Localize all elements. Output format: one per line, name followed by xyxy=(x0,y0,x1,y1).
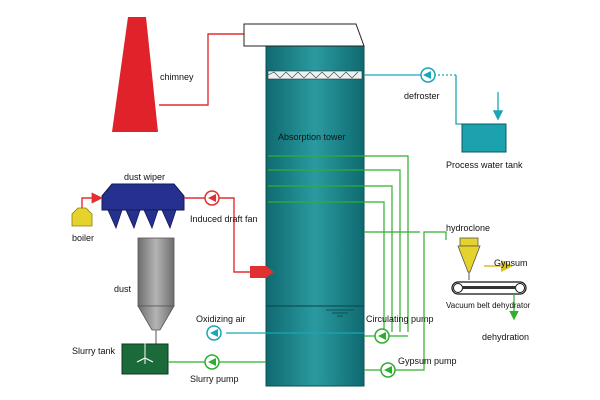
dehydration-label: dehydration xyxy=(482,332,529,342)
flue-gas-line-fan-to-tower xyxy=(219,197,252,273)
oxidizing-air-label: Oxidizing air xyxy=(196,314,246,324)
boiler xyxy=(71,207,93,227)
circulating-line-1 xyxy=(362,155,409,332)
slurry-tank-label: Slurry tank xyxy=(72,346,116,356)
chimney-label: chimney xyxy=(160,72,194,82)
tower-outlet-duct xyxy=(243,23,365,47)
mist-eliminator xyxy=(267,70,363,80)
slurry-pump xyxy=(204,354,220,370)
slurry-pump-label: Slurry pump xyxy=(190,374,239,384)
vacuum-belt-dehydrator-label: Vacuum belt dehydrator xyxy=(446,301,531,310)
dust-hopper xyxy=(137,237,175,346)
circulating-line-4 xyxy=(362,201,385,332)
mist-eliminator-pattern xyxy=(267,71,359,79)
boiler-label: boiler xyxy=(72,233,94,243)
gypsum-pump xyxy=(380,362,396,378)
defroster-label: defroster xyxy=(404,91,440,101)
induced-draft-fan-label: Induced draft fan xyxy=(190,214,258,224)
slurry-tank xyxy=(121,336,169,375)
gypsum-pump-label: Gypsum pump xyxy=(398,356,457,366)
flue-gas-inlet-arrow xyxy=(250,266,274,278)
process-water-tank xyxy=(461,123,507,153)
flue-gas-line-boiler-to-wiper xyxy=(81,192,103,208)
induced-draft-fan xyxy=(204,190,220,206)
gypsum-label: Gypsum xyxy=(494,258,528,268)
circulating-pump xyxy=(374,328,390,344)
hydroclone xyxy=(457,237,481,280)
circulating-pump-label: Circulating pump xyxy=(366,314,434,324)
dust-wiper xyxy=(101,183,185,230)
flue-gas-line-to-chimney xyxy=(159,33,266,106)
chimney-shape xyxy=(112,17,158,132)
vacuum-belt-dehydrator xyxy=(451,281,527,295)
absorption-tower xyxy=(265,45,365,387)
defroster-to-tank-line-b xyxy=(455,75,462,125)
defroster-pump xyxy=(420,67,436,83)
circulating-line-3 xyxy=(362,185,393,332)
absorption-tower-label: Absorption tower xyxy=(278,132,346,142)
oxidizing-air-blower xyxy=(206,325,222,341)
hydroclone-label: hydroclone xyxy=(446,223,490,233)
gypsum-pump-line xyxy=(364,231,447,371)
process-water-tank-label: Process water tank xyxy=(446,160,523,170)
dust-wiper-label: dust wiper xyxy=(124,172,165,182)
dust-label: dust xyxy=(114,284,132,294)
circulating-line-2 xyxy=(362,169,401,332)
